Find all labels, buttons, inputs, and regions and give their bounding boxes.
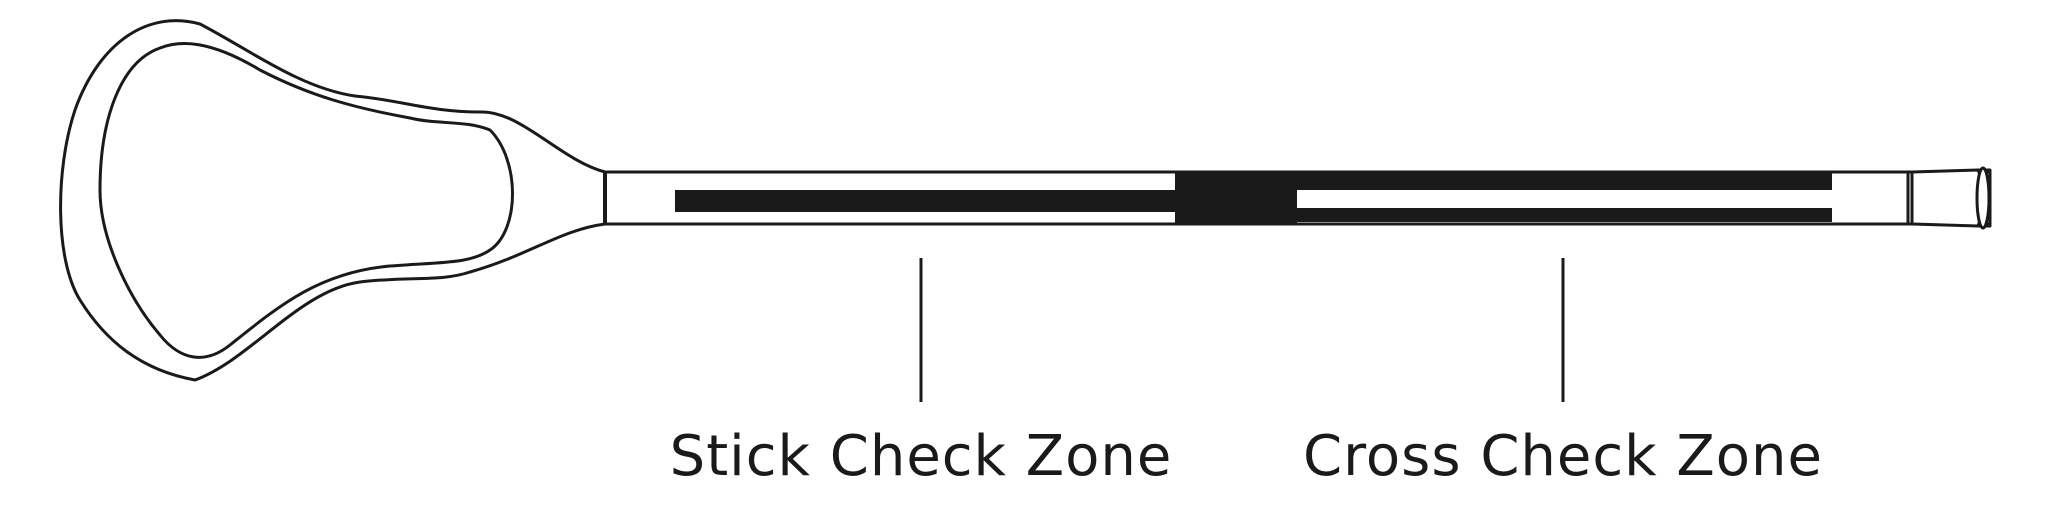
head-outer-outline [59,19,607,382]
cross-check-zone-top-band [1297,172,1832,190]
cross-check-zone-bar [1297,208,1832,222]
stick-check-zone-bar [675,190,1175,212]
lacrosse-shaft-icon [603,170,1992,226]
shaft-center-band [1175,172,1297,224]
stick-check-zone-inner-gap [1100,199,1180,204]
lacrosse-head-icon [59,19,607,382]
cross-check-zone-inner [1302,190,1832,208]
stick-check-zone-label: Stick Check Zone [670,424,1173,489]
butt-end-knob [1975,166,1991,230]
butt-end-cap-icon [1906,166,1992,230]
butt-end-cap [1910,168,1984,228]
head-inner-outline [98,42,514,359]
cross-check-zone-label: Cross Check Zone [1303,424,1823,489]
